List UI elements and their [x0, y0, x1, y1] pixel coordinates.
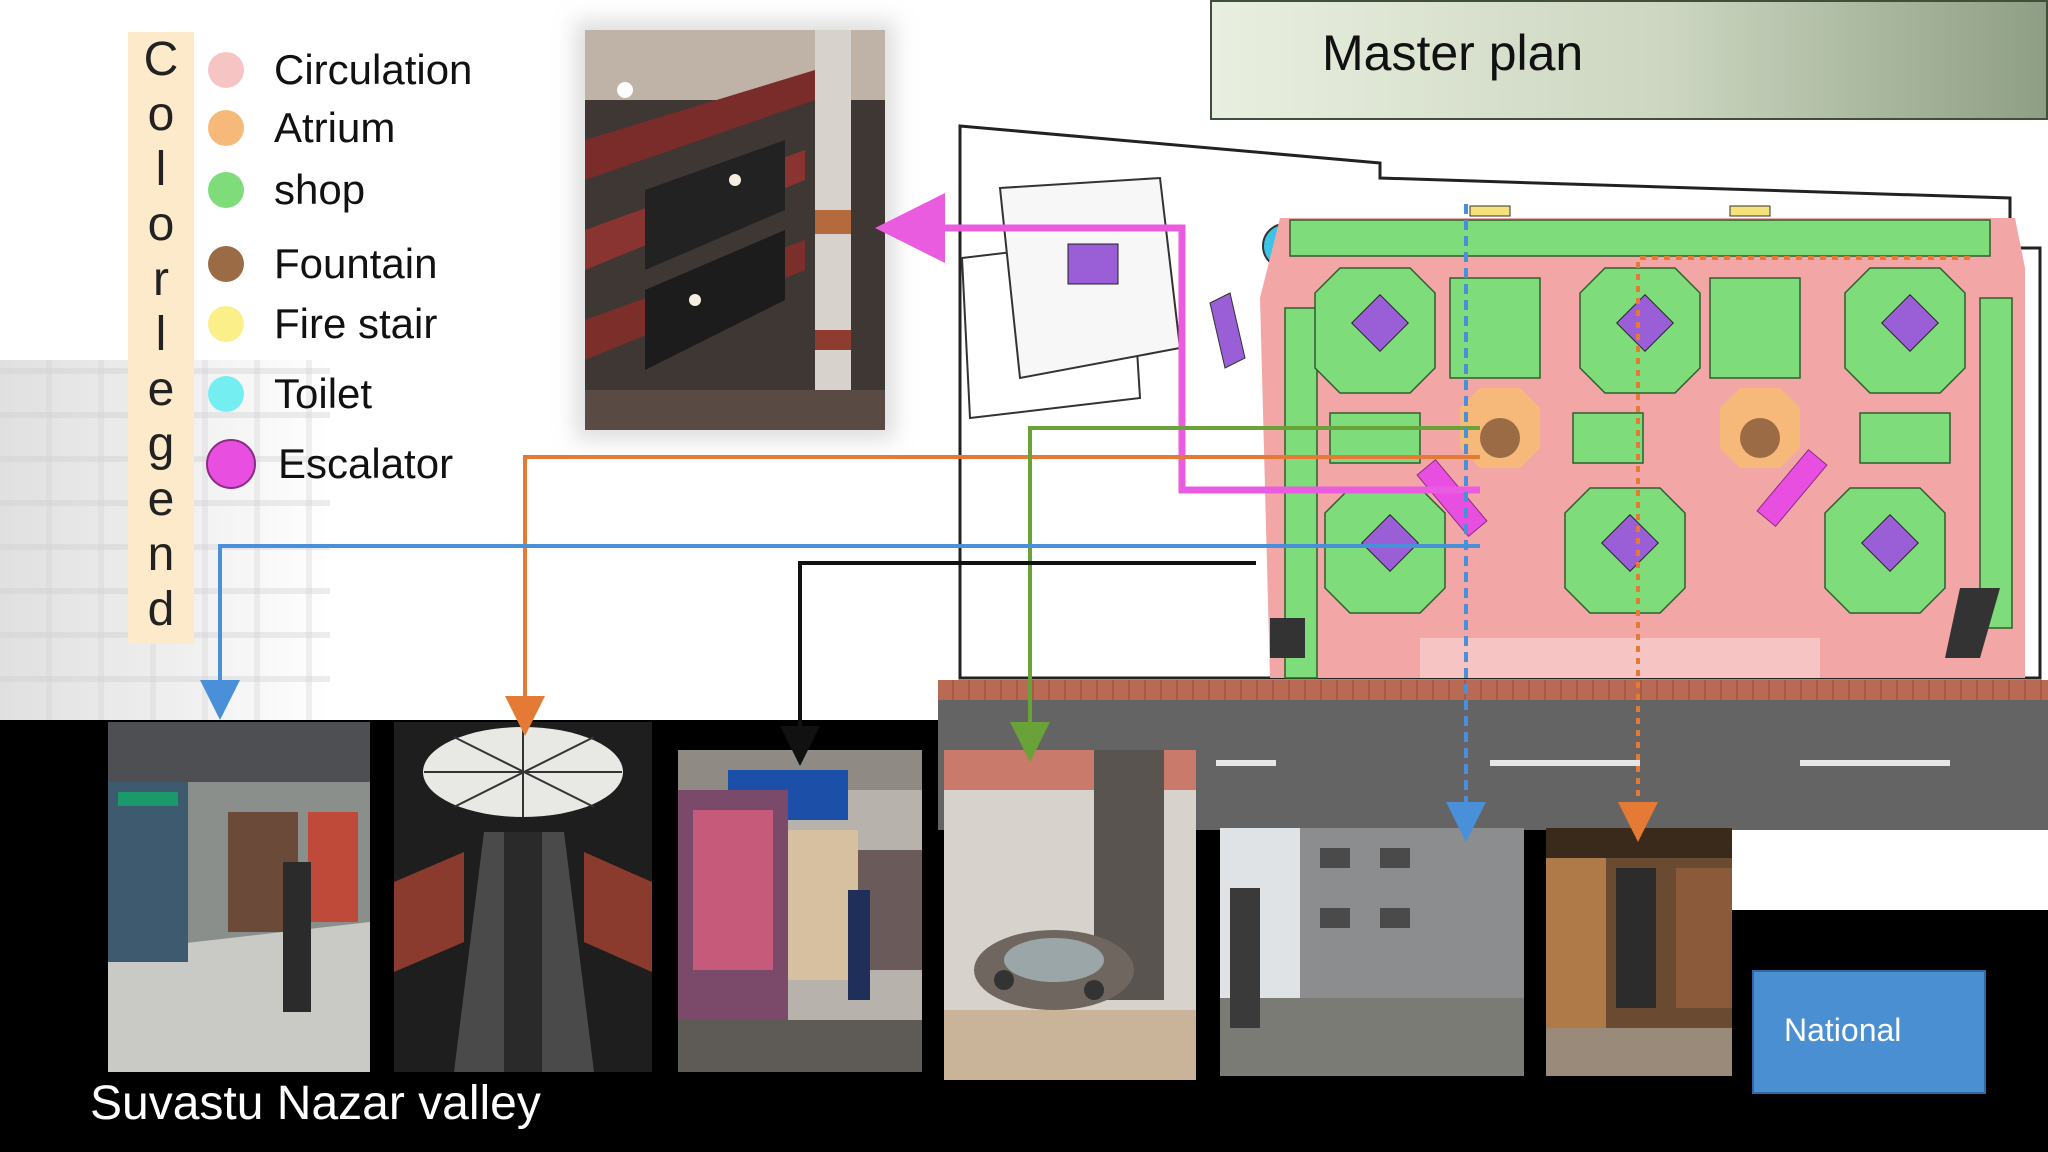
legend-label-toilet: Toilet [274, 370, 373, 417]
atrium-connector-arrow [505, 455, 1480, 736]
legend-item-circulation: Circulation [208, 40, 472, 100]
legend-item-fire-stair: Fire stair [208, 294, 437, 354]
fountain-swatch-icon [208, 246, 244, 282]
legend-item-shop: shop [208, 160, 365, 220]
legend-letter: n [147, 528, 175, 581]
legend-item-fountain: Fountain [208, 234, 437, 294]
legend-letter: d [147, 583, 175, 636]
legend-label-fire-stair: Fire stair [274, 300, 438, 347]
legend-letter: r [153, 253, 169, 306]
white-panel [1730, 830, 2048, 910]
shop-photo-graphic [678, 750, 922, 1072]
page-title: Master plan [1322, 25, 1584, 81]
corridor-connector-arrow [200, 544, 1480, 720]
legend-letter: o [147, 198, 175, 251]
escalator-swatch-icon [206, 439, 256, 489]
fountain-connector-arrow [1010, 426, 1480, 762]
corridor-shops-photo [108, 722, 370, 1072]
escalator-photo-graphic [585, 30, 885, 430]
legend-letter: l [155, 143, 167, 196]
fire-stair-swatch-icon [208, 306, 244, 342]
atrium-photo-graphic [394, 722, 652, 1072]
location-caption: Suvastu Nazar valley [90, 1077, 541, 1130]
fountain-atrium-photo [944, 750, 1196, 1080]
legend-letter: l [155, 308, 167, 361]
shop-connector-arrow [780, 561, 1256, 766]
legend-item-toilet: Toilet [208, 364, 372, 424]
color-legend-vertical-label: C o l o r l e g e n d [128, 32, 194, 644]
national-label-box: National [1752, 970, 1986, 1094]
legend-item-atrium: Atrium [208, 98, 395, 158]
escalator-connector-arrow [875, 193, 1480, 494]
legend-label-fountain: Fountain [274, 240, 438, 287]
circulation-swatch-icon [208, 52, 244, 88]
atrium-swatch-icon [208, 110, 244, 146]
legend-letter: g [147, 418, 175, 471]
legend-label-circulation: Circulation [274, 46, 473, 93]
road-marking [1490, 760, 1640, 766]
road-marking [1216, 760, 1276, 766]
road-marking [1800, 760, 1950, 766]
exterior-photo-graphic [1220, 828, 1524, 1076]
toilet-swatch-icon [208, 376, 244, 412]
entrance-lobby-photo [1546, 828, 1732, 1076]
atrium-skylight-photo [394, 722, 652, 1072]
legend-label-shop: shop [274, 166, 366, 213]
building-exterior-photo [1220, 828, 1524, 1076]
lobby-photo-graphic [1546, 828, 1732, 1076]
national-label: National [1784, 1012, 1902, 1048]
legend-letter: o [147, 88, 175, 141]
legend-item-escalator: Escalator [206, 434, 453, 494]
master-plan-title-bar: Master plan [1210, 0, 2048, 120]
shop-swatch-icon [208, 172, 244, 208]
legend-letter: e [147, 363, 175, 416]
legend-label-escalator: Escalator [278, 440, 454, 487]
fountain-photo-graphic [944, 750, 1196, 1080]
lobby-connector-arrow [1618, 256, 1970, 842]
corridor-photo-graphic [108, 722, 370, 1072]
legend-letter: C [143, 33, 179, 86]
legend-label-atrium: Atrium [274, 104, 396, 151]
legend-letter: e [147, 473, 175, 526]
indian-shop-photo [678, 750, 922, 1072]
escalator-atrium-photo [585, 30, 885, 430]
